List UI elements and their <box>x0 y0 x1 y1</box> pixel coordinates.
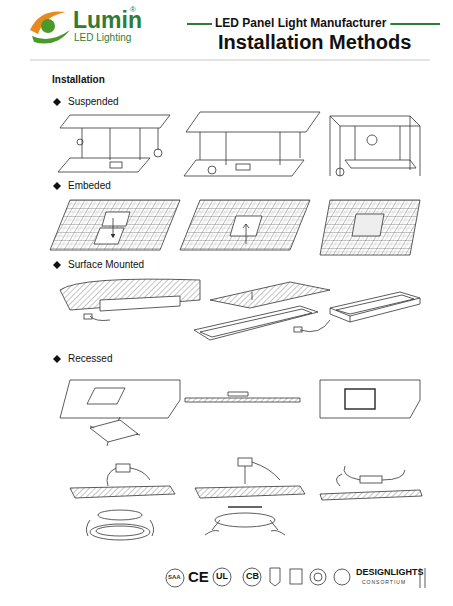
page-title: Installation Methods <box>218 31 411 53</box>
cert-mark: CE <box>188 569 209 586</box>
method-heading: Recessed <box>68 353 112 364</box>
cert-mark: CONSORTIUM <box>362 580 406 586</box>
method-heading: Embeded <box>68 180 111 191</box>
method-heading: Suspended <box>68 96 119 107</box>
registered-mark: ® <box>130 6 136 15</box>
cert-mark: CB <box>246 572 259 582</box>
cert-mark: DESIGNLIGHTS <box>356 568 424 578</box>
method-heading: Surface Mounted <box>68 259 144 270</box>
logo-subtitle: LED Lighting <box>74 32 131 43</box>
cert-mark: SAA <box>168 574 181 581</box>
cert-mark: UL <box>216 572 228 582</box>
section-heading: Installation <box>52 74 105 85</box>
header-text: LED Panel Light Manufacturer <box>215 17 386 30</box>
